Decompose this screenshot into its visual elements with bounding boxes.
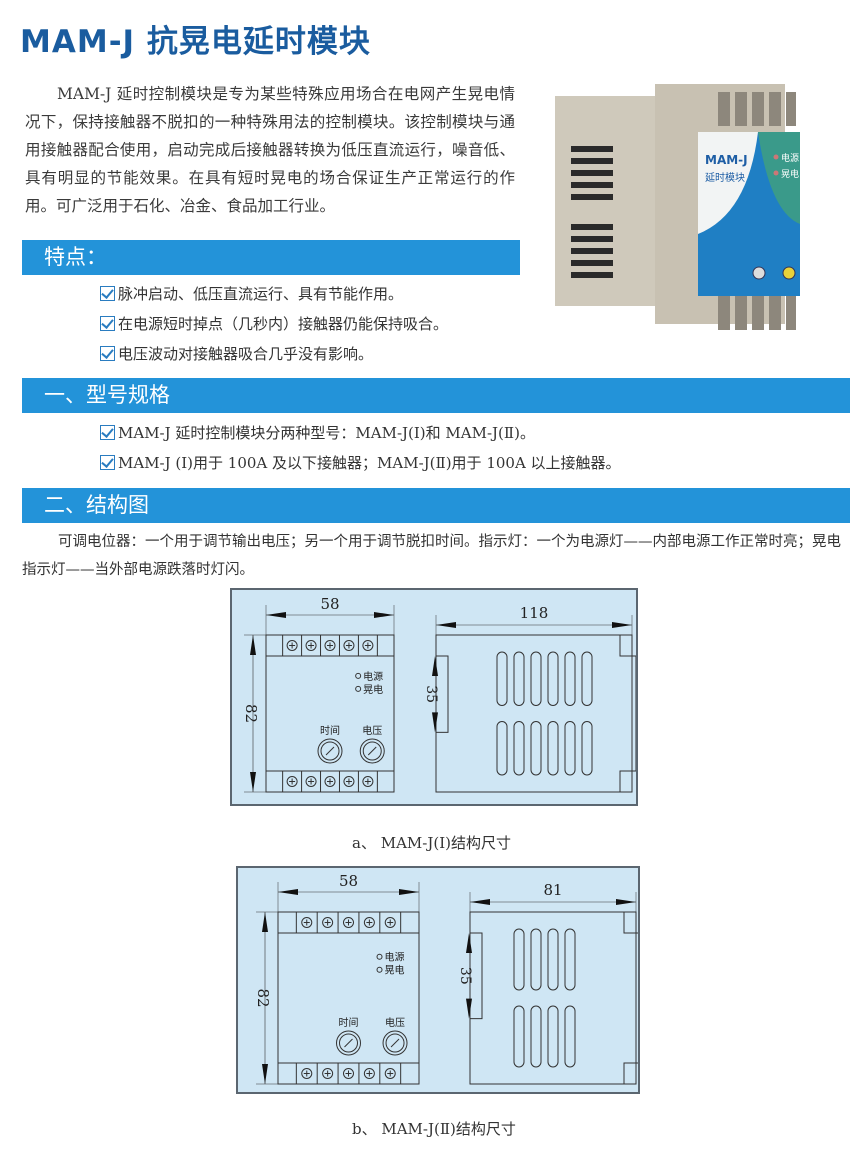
vent-slot	[513, 928, 525, 991]
led-icon	[376, 953, 383, 960]
terminal-screw-icon	[322, 1068, 334, 1079]
vent-slot	[547, 928, 559, 991]
terminal-screw-icon	[343, 917, 354, 928]
vent-slot	[530, 651, 542, 706]
time-knob-label: 时间	[320, 724, 340, 737]
rail-dimension: 35	[423, 685, 439, 703]
terminal-screw-icon	[384, 1068, 396, 1079]
time-knob	[752, 266, 766, 280]
vent-slot	[513, 1005, 525, 1068]
feature-item: 电压波动对接触器吸合几乎没有影响。	[100, 343, 373, 364]
vent-slot	[564, 928, 576, 991]
vent-slot	[547, 721, 559, 776]
voltage-knob-label: 电压	[362, 724, 382, 737]
diagram-model-1: 58 82 118 35 电源晃电时间 电压	[230, 588, 638, 806]
width-dimension: 58	[339, 872, 358, 890]
terminal-screw-icon	[305, 776, 317, 787]
feature-item: 在电源短时掉点（几秒内）接触器仍能保持吸合。	[100, 313, 448, 334]
depth-dimension: 118	[520, 604, 549, 622]
time-knob-label: 时间	[339, 1016, 359, 1029]
checkbox-icon	[100, 346, 115, 361]
feature-item: 脉冲启动、低压直流运行、具有节能作用。	[100, 283, 403, 304]
height-dimension: 82	[242, 704, 260, 723]
product-led-sway-label: 晃电	[781, 168, 799, 180]
product-model-label: MAM-J	[705, 153, 748, 167]
front-view-outline	[277, 911, 420, 1085]
knob-icon	[359, 738, 385, 764]
terminal-screw-icon	[384, 917, 396, 928]
vent-slot	[581, 721, 593, 776]
terminal-screw-icon	[301, 917, 313, 928]
height-dimension: 82	[254, 988, 272, 1007]
checkbox-icon	[100, 316, 115, 331]
product-name-label: 延时模块	[705, 172, 745, 184]
vent-slot	[513, 721, 525, 776]
led-icon	[376, 966, 383, 973]
diagram-caption: b、 MAM-J(Ⅱ)结构尺寸	[352, 1120, 516, 1138]
checkbox-icon	[100, 286, 115, 301]
voltage-knob	[782, 266, 796, 280]
checkbox-icon	[100, 425, 115, 440]
vent-slot	[530, 721, 542, 776]
vent-slot	[496, 721, 508, 776]
diagram-caption: a、 MAM-J(Ⅰ)结构尺寸	[352, 834, 511, 852]
spec-item: MAM-J 延时控制模块分两种型号：MAM-J(Ⅰ)和 MAM-J(Ⅱ)。	[100, 422, 535, 443]
led-sway-label: 晃电	[385, 964, 405, 977]
terminal-screw-icon	[324, 776, 336, 787]
rail-dimension: 35	[457, 967, 473, 985]
led-sway-label: 晃电	[363, 683, 383, 696]
din-rail-clip	[469, 932, 483, 1020]
product-photo: MAM-J 延时模块 电源 晃电	[555, 84, 800, 330]
vent-slot	[530, 928, 542, 991]
led-power-label: 电源	[385, 951, 405, 964]
width-dimension: 58	[320, 595, 339, 613]
product-led-power-label: 电源	[781, 152, 799, 164]
vent-slot	[581, 651, 593, 706]
vent-slot	[530, 1005, 542, 1068]
terminal-screw-icon	[322, 917, 334, 928]
vent-slot	[547, 651, 559, 706]
led-power-label: 电源	[363, 670, 383, 683]
model-spec-banner: 一、型号规格	[22, 378, 850, 413]
terminal-screw-icon	[343, 776, 355, 787]
vent-slot	[564, 651, 576, 706]
led-icon	[355, 685, 362, 692]
terminal-screw-icon	[362, 640, 374, 651]
knob-icon	[336, 1030, 361, 1056]
terminal-screw-icon	[286, 640, 298, 651]
vent-slot	[496, 651, 508, 706]
front-view-outline	[265, 634, 395, 793]
knob-icon	[382, 1030, 408, 1056]
intro-paragraph: MAM-J 延时控制模块是专为某些特殊应用场合在电网产生晃电情况下，保持接触器不…	[25, 85, 515, 215]
checkbox-icon	[100, 455, 115, 470]
terminal-screw-icon	[362, 776, 374, 787]
terminal-screw-icon	[324, 640, 336, 651]
structure-description: 可调电位器：一个用于调节输出电压；另一个用于调节脱扣时间。指示灯：一个为电源灯—…	[22, 534, 841, 578]
terminal-screw-icon	[363, 917, 375, 928]
features-banner: 特点：	[22, 240, 520, 275]
terminal-screw-icon	[363, 1068, 375, 1079]
terminal-screw-icon	[301, 1068, 313, 1079]
terminal-screw-icon	[343, 1068, 354, 1079]
knob-icon	[317, 738, 343, 764]
side-view-outline	[469, 911, 637, 1085]
vent-slot	[547, 1005, 559, 1068]
diagram-model-2: 58 82 81 35 电源晃电时间 电压	[236, 866, 640, 1094]
side-view-outline	[435, 634, 633, 793]
vent-slot	[564, 721, 576, 776]
vent-slot	[564, 1005, 576, 1068]
structure-banner: 二、结构图	[22, 488, 850, 523]
spec-item: MAM-J (Ⅰ)用于 100A 及以下接触器；MAM-J(Ⅱ)用于 100A …	[100, 452, 621, 473]
terminal-screw-icon	[343, 640, 355, 651]
vent-slot	[513, 651, 525, 706]
led-icon	[355, 672, 362, 679]
depth-dimension: 81	[543, 881, 562, 899]
voltage-knob-label: 电压	[385, 1016, 405, 1029]
terminal-screw-icon	[286, 776, 298, 787]
page-title: MAM-J 抗晃电延时模块	[20, 24, 371, 60]
din-rail-clip	[435, 655, 449, 733]
terminal-screw-icon	[305, 640, 317, 651]
